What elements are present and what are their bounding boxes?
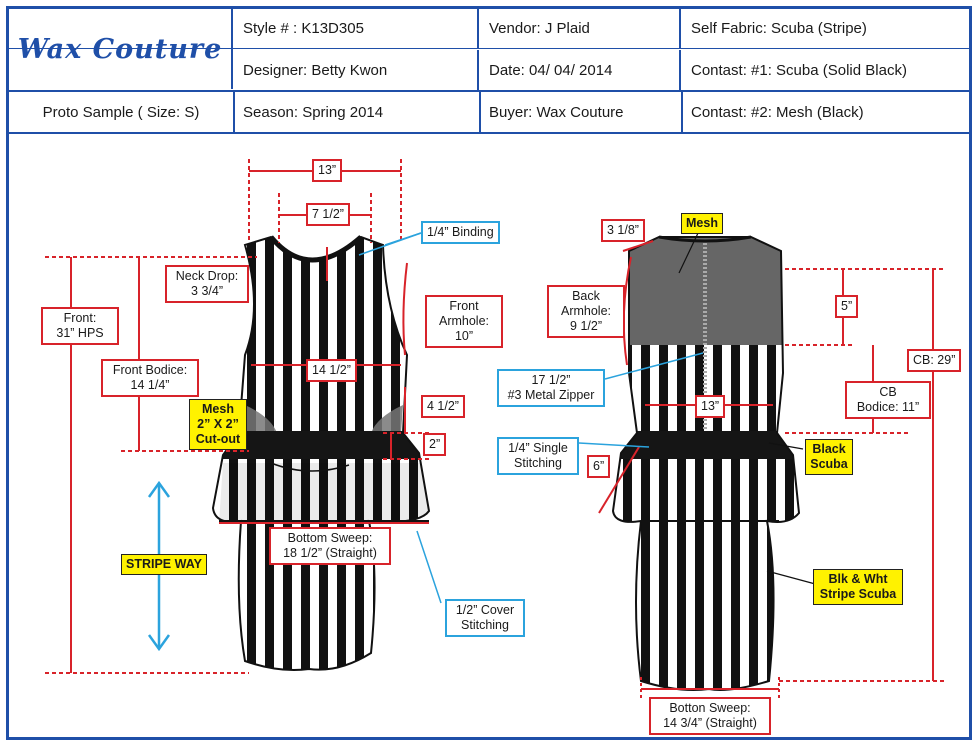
vendor: Vendor: J Plaid — [481, 9, 681, 49]
designer: Designer: Betty Kwon — [235, 50, 479, 90]
front-bottom-sweep-line2: 18 1/2” (Straight) — [283, 546, 377, 560]
front-armhole-label: Front Armhole: 10” — [425, 295, 503, 348]
mesh-cutout-note: Mesh 2” X 2” Cut-out — [189, 399, 247, 450]
front-length-line1: Front: — [63, 311, 97, 325]
front-bodice-label: Front Bodice: 14 1/4” — [101, 359, 199, 397]
back-armhole-line2: Armhole: — [560, 304, 612, 318]
back-armhole-label: Back Armhole: 9 1/2” — [547, 285, 625, 338]
cb-bodice-line1: CB — [879, 385, 897, 399]
date: Date: 04/ 04/ 2014 — [481, 50, 681, 90]
single-stitching-label: 1/4” Single Stitching — [497, 437, 579, 475]
header-bottom-line — [9, 132, 969, 134]
season: Season: Spring 2014 — [235, 92, 481, 132]
zipper-line1: 17 1/2” — [531, 373, 571, 387]
single-stitching-line1: 1/4” Single — [508, 441, 568, 455]
front-bodice-line2: 14 1/4” — [130, 378, 170, 392]
front-neck-width-label: 7 1/2” — [306, 203, 350, 226]
cover-stitching-label: 1/2” Cover Stitching — [445, 599, 525, 637]
tech-pack-sheet: Wax Couture Style # : K13D305 Vendor: J … — [6, 6, 972, 740]
back-bottom-sweep-line2: 14 3/4” (Straight) — [663, 716, 757, 730]
back-armhole-line3: 9 1/2” — [570, 319, 602, 333]
side-4-5-label: 4 1/2” — [421, 395, 465, 418]
header-divider — [9, 90, 969, 92]
back-bottom-sweep-line1: Botton Sweep: — [669, 701, 751, 715]
back-callout-lines — [678, 230, 820, 586]
peplum-length-label: 6” — [587, 455, 611, 478]
stripe-way-note: STRIPE WAY — [121, 554, 207, 575]
contrast-2: Contast: #2: Mesh (Black) — [691, 103, 864, 121]
contrast-1: Contast: #1: Scuba (Solid Black) — [691, 61, 907, 79]
stripe-scuba-note: Blk & Wht Stripe Scuba — [813, 569, 903, 605]
cover-stitching-line1: 1/2” Cover — [455, 603, 515, 617]
front-length-label: Front: 31” HPS — [41, 307, 119, 345]
chest-width-label: 14 1/2” — [306, 359, 357, 382]
zipper-label: 17 1/2” #3 Metal Zipper — [497, 369, 605, 407]
stripe-scuba-line1: Blk & Wht — [828, 572, 888, 586]
zipper-line2: #3 Metal Zipper — [507, 388, 595, 402]
cover-stitching-line2: Stitching — [461, 618, 509, 632]
front-armhole-line2: Armhole: — [438, 314, 490, 328]
single-stitching-line2: Stitching — [514, 456, 562, 470]
front-callout-lines — [358, 232, 442, 604]
self-fabric: Self Fabric: Scuba (Stripe) — [683, 9, 969, 49]
proto-sample: Proto Sample ( Size: S) — [9, 92, 235, 132]
shoulder-label: 3 1/8” — [601, 219, 645, 242]
neck-drop-line2: 3 3/4” — [191, 284, 223, 298]
brand-logo: Wax Couture — [9, 9, 233, 89]
front-length-line2: 31” HPS — [56, 326, 104, 340]
mesh-yoke-note: Mesh — [681, 213, 723, 234]
mesh-cutout-line1: Mesh — [202, 402, 234, 416]
back-armhole-line1: Back — [572, 289, 600, 303]
cb-length-label: CB: 29” — [907, 349, 962, 372]
yoke-depth-label: 5” — [835, 295, 859, 318]
style-number: Style # : K13D305 — [235, 9, 479, 49]
front-bottom-sweep-label: Bottom Sweep: 18 1/2” (Straight) — [269, 527, 391, 565]
mesh-cutout-line3: Cut-out — [195, 432, 241, 446]
cb-bodice-line2: Bodice: 11” — [856, 400, 920, 414]
black-scuba-line2: Scuba — [810, 457, 848, 471]
back-bottom-sweep-label: Botton Sweep: 14 3/4” (Straight) — [649, 697, 771, 735]
binding-label: 1/4” Binding — [421, 221, 500, 244]
neck-drop-label: Neck Drop: 3 3/4” — [165, 265, 249, 303]
back-waist-label: 13” — [695, 395, 726, 418]
black-scuba-note: Black Scuba — [805, 439, 853, 475]
back-blue-callout-lines — [578, 352, 704, 448]
waistband-height-label: 2” — [423, 433, 447, 456]
flat-sketches — [45, 159, 945, 699]
buyer: Buyer: Wax Couture — [481, 92, 683, 132]
front-bodice-line1: Front Bodice: — [112, 363, 188, 377]
front-armhole-line1: Front — [449, 299, 479, 313]
cb-bodice-label: CB Bodice: 11” — [845, 381, 931, 419]
back-dress — [611, 235, 801, 691]
front-bottom-sweep-line1: Bottom Sweep: — [287, 531, 373, 545]
mesh-cutout-line2: 2” X 2” — [197, 417, 239, 431]
stripe-scuba-line2: Stripe Scuba — [819, 587, 897, 601]
front-top-width-label: 13” — [312, 159, 343, 182]
neck-drop-line1: Neck Drop: — [175, 269, 239, 283]
black-scuba-line1: Black — [812, 442, 846, 456]
front-armhole-line3: 10” — [454, 329, 474, 343]
